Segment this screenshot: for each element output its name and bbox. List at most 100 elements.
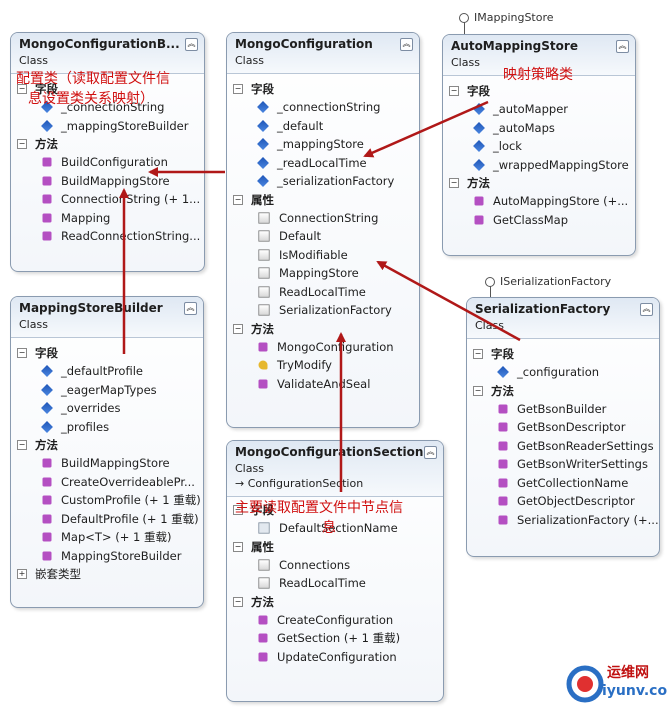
method-item[interactable]: DefaultProfile (+ 1 重载) [11, 510, 203, 529]
method-item[interactable]: CustomProfile (+ 1 重载) [11, 491, 203, 510]
field-item[interactable]: _connectionString [11, 98, 204, 117]
minus-toggle-icon[interactable]: − [17, 440, 27, 450]
collapse-icon[interactable]: ︽ [616, 40, 629, 53]
section-properties[interactable]: − 属性 [227, 191, 419, 209]
method-item[interactable]: CreateOverrideablePr... [11, 473, 203, 492]
class-header[interactable]: MongoConfiguration Class ︽ [227, 33, 419, 74]
field-icon [473, 140, 485, 153]
class-mongoconfigurationbuilder[interactable]: MongoConfigurationB... Class ︽ − 字段 _con… [10, 32, 205, 272]
field-icon [41, 119, 53, 132]
method-item[interactable]: CreateConfiguration [227, 611, 443, 630]
collapse-icon[interactable]: ︽ [640, 303, 653, 316]
property-item[interactable]: IsModifiable [227, 246, 419, 265]
minus-toggle-icon[interactable]: − [449, 178, 459, 188]
minus-toggle-icon[interactable]: − [473, 385, 483, 396]
minus-toggle-icon[interactable]: − [233, 596, 243, 607]
field-item[interactable]: _wrappedMappingStore [443, 156, 635, 175]
method-item[interactable]: GetBsonReaderSettings [467, 437, 659, 456]
property-item[interactable]: SerializationFactory [227, 301, 419, 320]
section-methods[interactable]: − 方法 [227, 320, 419, 338]
method-item[interactable]: UpdateConfiguration [227, 648, 443, 667]
field-item[interactable]: _configuration [467, 363, 659, 382]
field-item[interactable]: _overrides [11, 399, 203, 418]
section-methods[interactable]: − 方法 [11, 436, 203, 454]
class-mappingstorebuilder[interactable]: MappingStoreBuilder Class ︽ − 字段 _defaul… [10, 296, 204, 608]
class-header[interactable]: MappingStoreBuilder Class ︽ [11, 297, 203, 338]
section-properties[interactable]: − 属性 [227, 538, 443, 556]
minus-toggle-icon[interactable]: − [233, 194, 243, 205]
field-item[interactable]: _profiles [11, 418, 203, 437]
property-item[interactable]: ReadLocalTime [227, 574, 443, 593]
method-item[interactable]: ReadConnectionString... [11, 227, 204, 246]
method-item[interactable]: GetBsonDescriptor [467, 418, 659, 437]
method-item[interactable]: MongoConfiguration [227, 338, 419, 357]
minus-toggle-icon[interactable]: − [233, 505, 243, 515]
section-methods[interactable]: − 方法 [443, 174, 635, 192]
section-methods[interactable]: − 方法 [467, 382, 659, 400]
minus-toggle-icon[interactable]: − [449, 86, 459, 96]
field-item[interactable]: _readLocalTime [227, 154, 419, 173]
section-nested-types[interactable]: + 嵌套类型 [11, 565, 203, 583]
method-item[interactable]: GetBsonBuilder [467, 400, 659, 419]
class-mongoconfigurationsection[interactable]: MongoConfigurationSection Class → Config… [226, 440, 444, 702]
method-item[interactable]: BuildMappingStore [11, 172, 204, 191]
property-item[interactable]: ReadLocalTime [227, 283, 419, 302]
method-item[interactable]: GetObjectDescriptor [467, 492, 659, 511]
property-item[interactable]: MappingStore [227, 264, 419, 283]
minus-toggle-icon[interactable]: − [17, 84, 27, 94]
minus-toggle-icon[interactable]: − [233, 541, 243, 552]
minus-toggle-icon[interactable]: − [233, 323, 243, 334]
collapse-icon[interactable]: ︽ [184, 302, 197, 315]
class-serializationfactory[interactable]: SerializationFactory Class ︽ − 字段 _confi… [466, 297, 660, 557]
field-item[interactable]: _connectionString [227, 98, 419, 117]
method-item[interactable]: TryModify [227, 356, 419, 375]
collapse-icon[interactable]: ︽ [400, 38, 413, 51]
method-item[interactable]: BuildConfiguration [11, 153, 204, 172]
section-fields[interactable]: − 字段 [443, 82, 635, 100]
class-header[interactable]: AutoMappingStore Class ︽ [443, 35, 635, 76]
method-item[interactable]: BuildMappingStore [11, 454, 203, 473]
field-item[interactable]: DefaultSectionName [227, 519, 443, 538]
property-item[interactable]: Default [227, 227, 419, 246]
method-item[interactable]: GetClassMap [443, 211, 635, 230]
method-item[interactable]: AutoMappingStore (+... [443, 192, 635, 211]
section-fields[interactable]: − 字段 [11, 80, 204, 98]
method-item[interactable]: SerializationFactory (+... [467, 511, 659, 530]
section-fields[interactable]: − 字段 [467, 345, 659, 363]
minus-toggle-icon[interactable]: − [17, 348, 27, 358]
method-item[interactable]: ValidateAndSeal [227, 375, 419, 394]
section-methods[interactable]: − 方法 [11, 135, 204, 153]
method-item[interactable]: GetSection (+ 1 重载) [227, 629, 443, 648]
class-header[interactable]: MongoConfigurationSection Class → Config… [227, 441, 443, 497]
field-item[interactable]: _mappingStore [227, 135, 419, 154]
property-item[interactable]: Connections [227, 556, 443, 575]
method-item[interactable]: GetBsonWriterSettings [467, 455, 659, 474]
class-mongoconfiguration[interactable]: MongoConfiguration Class ︽ − 字段 _connect… [226, 32, 420, 428]
field-item[interactable]: _serializationFactory [227, 172, 419, 191]
field-item[interactable]: _default [227, 117, 419, 136]
field-item[interactable]: _mappingStoreBuilder [11, 117, 204, 136]
field-item[interactable]: _defaultProfile [11, 362, 203, 381]
method-item[interactable]: GetCollectionName [467, 474, 659, 493]
minus-toggle-icon[interactable]: − [233, 84, 243, 94]
section-fields[interactable]: − 字段 [227, 501, 443, 519]
method-item[interactable]: MappingStoreBuilder [11, 547, 203, 566]
method-item[interactable]: Mapping [11, 209, 204, 228]
section-fields[interactable]: − 字段 [227, 80, 419, 98]
minus-toggle-icon[interactable]: − [17, 139, 27, 149]
field-item[interactable]: _eagerMapTypes [11, 381, 203, 400]
class-header[interactable]: MongoConfigurationB... Class ︽ [11, 33, 204, 74]
class-header[interactable]: SerializationFactory Class ︽ [467, 298, 659, 339]
collapse-icon[interactable]: ︽ [424, 446, 437, 459]
method-item[interactable]: ConnectionString (+ 1... [11, 190, 204, 209]
method-item[interactable]: Map<T> (+ 1 重载) [11, 528, 203, 547]
collapse-icon[interactable]: ︽ [185, 38, 198, 51]
section-fields[interactable]: − 字段 [11, 344, 203, 362]
minus-toggle-icon[interactable]: − [473, 349, 483, 359]
field-item[interactable]: _autoMaps [443, 119, 635, 138]
property-item[interactable]: ConnectionString [227, 209, 419, 228]
section-methods[interactable]: − 方法 [227, 593, 443, 611]
plus-toggle-icon[interactable]: + [17, 569, 27, 579]
field-item[interactable]: _lock [443, 137, 635, 156]
field-item[interactable]: _autoMapper [443, 100, 635, 119]
